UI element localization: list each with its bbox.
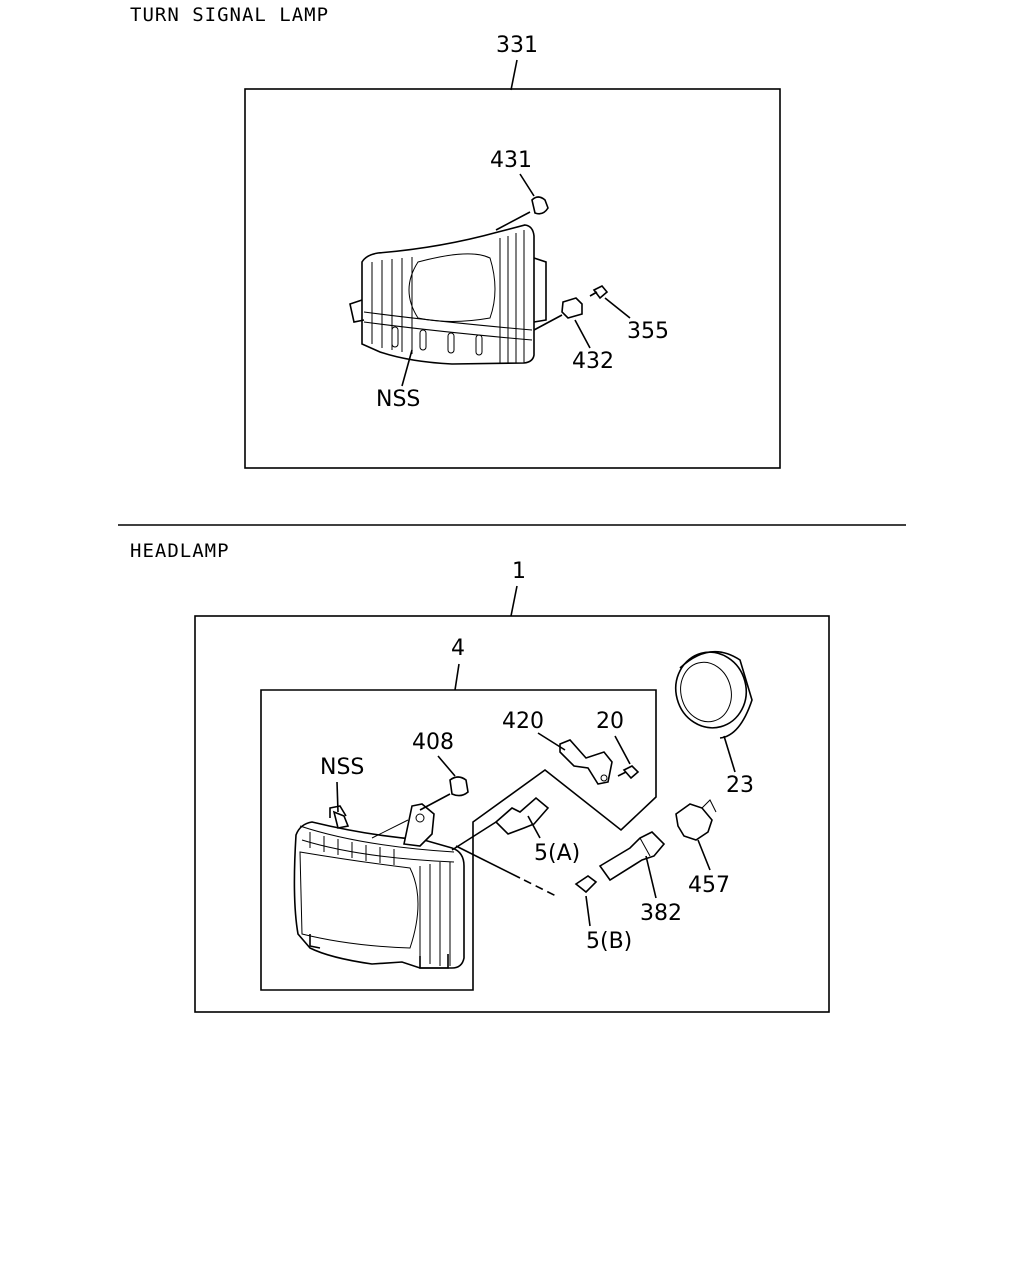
callout-1: 1 [512, 559, 526, 584]
callout-nss-turn-signal: NSS [376, 387, 420, 412]
leader-331 [510, 59, 518, 91]
headlamp-housing-illustration [293, 803, 465, 969]
leader-5a [527, 815, 541, 839]
turn-signal-title: TURN SIGNAL LAMP [130, 4, 329, 26]
part-355-screw [589, 285, 609, 300]
callout-4: 4 [451, 636, 465, 661]
turn-signal-frame [244, 88, 781, 469]
callout-23: 23 [726, 773, 754, 798]
callout-20: 20 [596, 709, 624, 734]
leader-20 [614, 735, 631, 765]
leader-nss-turn-signal [401, 349, 413, 387]
leader-382 [645, 855, 657, 899]
leader-23 [723, 735, 736, 773]
callout-5a: 5(A) [534, 841, 580, 866]
leader-5b-ref-b [523, 879, 557, 897]
leader-4 [454, 663, 460, 691]
leader-5b [585, 895, 591, 927]
callout-408: 408 [412, 730, 454, 755]
part-457-connector [675, 799, 717, 841]
callout-355: 355 [627, 319, 669, 344]
leader-420 [537, 732, 566, 751]
callout-5b: 5(B) [586, 929, 632, 954]
callout-331: 331 [496, 33, 538, 58]
part-5a-bulb [451, 796, 550, 851]
leader-431 [519, 173, 535, 197]
part-382-socket [598, 831, 666, 882]
part-5b-bulb [574, 875, 598, 894]
leader-408 [437, 755, 456, 777]
leader-432 [574, 319, 591, 349]
part-431-nut [495, 196, 549, 231]
callout-nss-headlamp: NSS [320, 755, 364, 780]
leader-nss-headlamp [336, 781, 339, 813]
turn-signal-lamp-illustration [349, 224, 547, 365]
headlamp-frame [194, 615, 830, 1013]
part-20-screw [617, 765, 640, 780]
part-420-bracket [559, 739, 613, 785]
callout-420: 420 [502, 709, 544, 734]
callout-431: 431 [490, 148, 532, 173]
headlamp-section: HEADLAMP 1 4 [130, 540, 830, 1013]
turn-signal-section: TURN SIGNAL LAMP 331 [130, 4, 781, 469]
leader-457 [697, 839, 711, 871]
nss-bracket [332, 810, 350, 829]
headlamp-title: HEADLAMP [130, 540, 230, 562]
leader-5b-ref-a [455, 845, 521, 879]
part-432-socket [533, 297, 583, 331]
callout-457: 457 [688, 873, 730, 898]
leader-355 [604, 297, 631, 319]
part-408-nut [419, 776, 469, 811]
callout-382: 382 [640, 901, 682, 926]
part-23-cover [674, 650, 753, 739]
callout-432: 432 [572, 349, 614, 374]
leader-1 [510, 585, 518, 617]
sub-assembly-4-frame [260, 689, 657, 991]
